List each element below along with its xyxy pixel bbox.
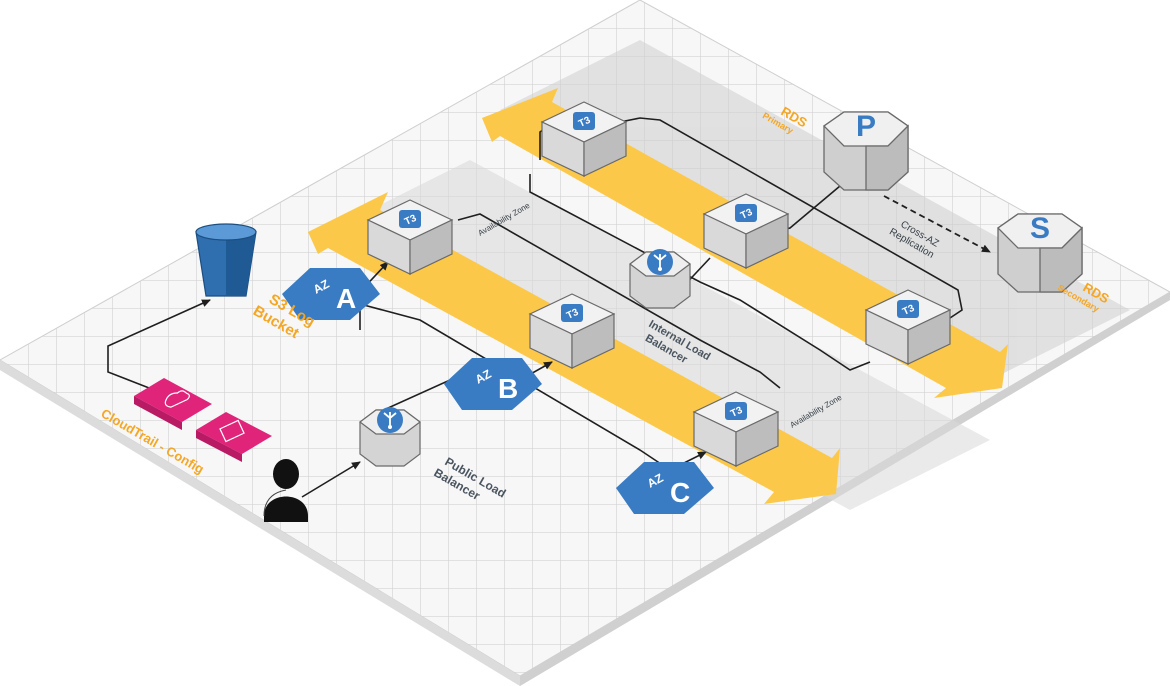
- az-badge-b: AZ B: [444, 358, 542, 410]
- az-letter: A: [336, 283, 356, 314]
- az-prefix: AZ: [645, 471, 666, 491]
- az-badge-c: AZ C: [616, 462, 714, 514]
- t3-instance-1[interactable]: T3: [541, 101, 627, 177]
- config-icon[interactable]: [196, 412, 272, 462]
- rds-primary-letter: P: [856, 110, 876, 143]
- t3-instance-6[interactable]: T3: [693, 391, 779, 467]
- t3-label: T3: [577, 115, 593, 130]
- t3-instance-3[interactable]: T3: [703, 193, 789, 269]
- user-icon: [263, 459, 308, 522]
- az-letter: C: [670, 477, 690, 508]
- cloudtrail-icon[interactable]: [134, 378, 212, 430]
- az-zone-shading: [330, 40, 1130, 510]
- t3-instance-4[interactable]: T3: [529, 293, 615, 369]
- az-badge-a: AZ A: [282, 268, 380, 320]
- s3-bucket-icon[interactable]: [195, 223, 257, 297]
- t3-label: T3: [403, 213, 419, 228]
- t3-label: T3: [729, 405, 745, 420]
- t3-label: T3: [901, 303, 917, 318]
- public-load-balancer[interactable]: [359, 406, 421, 467]
- t3-label: T3: [739, 207, 755, 222]
- az-letter: B: [498, 373, 518, 404]
- t3-instance-2[interactable]: T3: [367, 199, 453, 275]
- t3-instance-5[interactable]: T3: [865, 289, 951, 365]
- rds-secondary[interactable]: S: [997, 212, 1083, 293]
- rds-secondary-letter: S: [1030, 212, 1050, 245]
- az-prefix: AZ: [473, 367, 494, 387]
- internal-load-balancer[interactable]: [629, 248, 691, 309]
- t3-label: T3: [565, 307, 581, 322]
- rds-primary[interactable]: P: [823, 110, 909, 191]
- az-prefix: AZ: [311, 277, 332, 297]
